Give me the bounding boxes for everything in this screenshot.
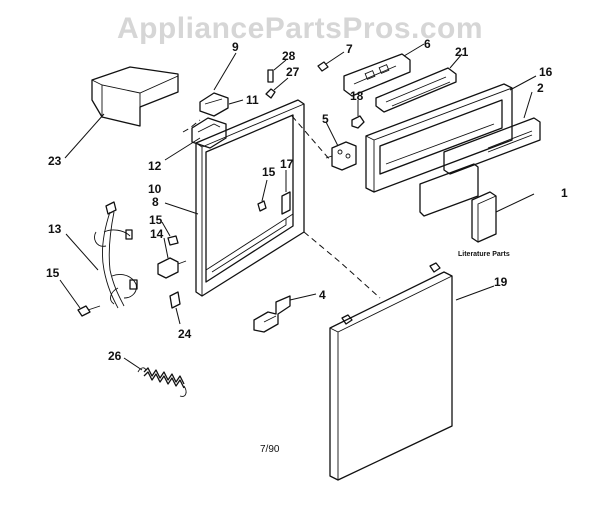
part-16-console bbox=[365, 83, 513, 193]
watermark: AppliancePartsPros.com bbox=[116, 12, 484, 45]
part-15-screw-frame bbox=[257, 200, 267, 212]
leader-1 bbox=[495, 193, 535, 213]
part-9-latch bbox=[199, 92, 229, 117]
leader-15c bbox=[59, 279, 81, 309]
leader-26 bbox=[123, 357, 143, 371]
part-1-literature bbox=[471, 191, 497, 243]
callout-16: 16 bbox=[539, 65, 553, 79]
dash-frame-to-door bbox=[303, 231, 381, 299]
callout-14: 14 bbox=[150, 227, 164, 241]
part-12-housing bbox=[191, 117, 227, 149]
callout-18: 18 bbox=[350, 89, 364, 103]
part-19-door-panel bbox=[329, 262, 453, 481]
part-17-bracket bbox=[281, 191, 291, 215]
callout-15c: 15 bbox=[46, 266, 60, 280]
part-7-screw bbox=[317, 61, 329, 72]
leader-6 bbox=[403, 43, 425, 57]
callout-8: 8 bbox=[152, 195, 159, 209]
callout-5: 5 bbox=[322, 112, 329, 126]
dash-12 bbox=[182, 119, 201, 133]
leader-15a bbox=[261, 179, 268, 202]
leader-27 bbox=[273, 77, 289, 91]
callout-15b: 15 bbox=[149, 213, 163, 227]
inner-door-frame bbox=[195, 99, 305, 297]
leader-28 bbox=[273, 59, 287, 71]
leader-8 bbox=[164, 202, 199, 215]
leader-16 bbox=[509, 75, 537, 91]
leader-11 bbox=[228, 99, 244, 105]
callout-19: 19 bbox=[494, 275, 508, 289]
leader-2 bbox=[523, 91, 533, 119]
leader-14 bbox=[163, 237, 169, 259]
callout-26: 26 bbox=[108, 349, 122, 363]
part-18-knob bbox=[351, 115, 365, 129]
callout-2: 2 bbox=[537, 81, 544, 95]
leader-13 bbox=[65, 233, 99, 271]
leader-15b bbox=[161, 221, 171, 237]
part-5-bracket bbox=[325, 141, 357, 171]
part-28-clip bbox=[267, 69, 274, 83]
part-21-keypad bbox=[375, 67, 457, 113]
leader-12 bbox=[164, 137, 201, 161]
part-14-switch bbox=[157, 257, 187, 279]
callout-6: 6 bbox=[424, 37, 431, 51]
callout-21: 21 bbox=[455, 45, 469, 59]
callout-24: 24 bbox=[178, 327, 192, 341]
callout-13: 13 bbox=[48, 222, 62, 236]
callout-4: 4 bbox=[319, 288, 326, 302]
part-4-hinge bbox=[253, 295, 291, 333]
part-26-spring bbox=[137, 367, 187, 397]
diagram-code: 7/90 bbox=[260, 444, 280, 455]
part-27-clip bbox=[265, 88, 276, 99]
callout-1: 1 bbox=[561, 186, 568, 200]
callout-12: 12 bbox=[148, 159, 162, 173]
callout-7: 7 bbox=[346, 42, 353, 56]
part-15-screw-left bbox=[77, 305, 101, 317]
part-23-shield bbox=[91, 66, 179, 127]
leader-4 bbox=[289, 293, 317, 301]
leader-21 bbox=[449, 53, 463, 69]
part-2-panel-face bbox=[443, 117, 541, 175]
part-24-clip bbox=[169, 291, 181, 309]
callout-28: 28 bbox=[282, 49, 296, 63]
literature-parts-label: Literature Parts bbox=[458, 251, 510, 258]
leader-5 bbox=[325, 121, 339, 147]
callout-15a: 15 bbox=[262, 165, 276, 179]
part-2-strip bbox=[419, 163, 479, 217]
leader-23 bbox=[64, 113, 105, 159]
part-13-wiring-harness bbox=[94, 201, 138, 309]
callout-27: 27 bbox=[286, 65, 300, 79]
callout-9: 9 bbox=[232, 40, 239, 54]
callout-17: 17 bbox=[280, 157, 294, 171]
callout-10: 10 bbox=[148, 182, 162, 196]
callout-11: 11 bbox=[246, 93, 259, 107]
leader-9 bbox=[213, 52, 237, 91]
part-15-screw-switch bbox=[167, 235, 179, 246]
leader-24 bbox=[175, 307, 181, 325]
leader-19 bbox=[455, 285, 495, 301]
part-6-control-board bbox=[343, 53, 411, 97]
callout-23: 23 bbox=[48, 154, 62, 168]
leader-7 bbox=[325, 51, 345, 65]
